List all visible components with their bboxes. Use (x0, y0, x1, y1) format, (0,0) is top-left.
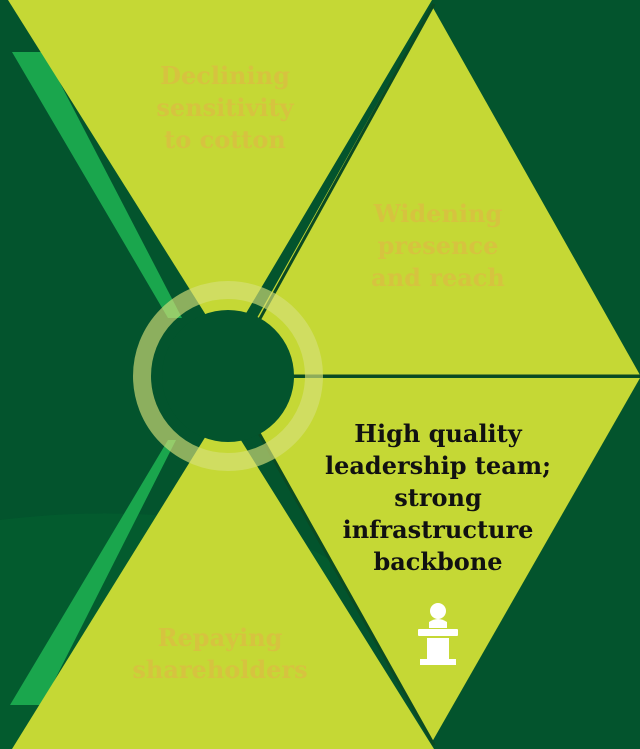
segment-label-lower-right: High quality leadership team; strong inf… (318, 418, 558, 578)
segment-label-upper-right: Widening presence and reach (338, 198, 538, 294)
segment-label-line: Repaying (157, 623, 283, 652)
segment-top[interactable] (8, 0, 432, 347)
segment-label-bottom: Repaying shareholders (110, 622, 330, 686)
bottom-accent-strip (10, 440, 176, 705)
center-hub-ring (133, 281, 323, 471)
segment-bottom[interactable] (12, 410, 434, 749)
segment-label-line: presence (377, 231, 499, 260)
segment-label-line: sensitivity (156, 93, 294, 122)
segment-label-line: leadership team; (324, 451, 551, 480)
segment-label-line: to cotton (164, 125, 286, 154)
podium-speaker-icon (418, 603, 458, 665)
segment-label-line: Widening (373, 199, 503, 228)
segment-label-line: and reach (371, 263, 505, 292)
top-accent-strip (12, 52, 182, 318)
segment-label-line: High quality (354, 419, 522, 448)
segment-lower-right[interactable] (228, 378, 640, 742)
segment-upper-right[interactable] (225, 6, 640, 375)
center-hub (162, 310, 294, 442)
segment-label-line: infrastructure (342, 515, 534, 544)
segment-label-line: backbone (373, 547, 503, 576)
segment-label-line: shareholders (132, 655, 308, 684)
segment-label-line: strong (394, 483, 482, 512)
segment-label-top: Declining sensitivity to cotton (120, 60, 330, 156)
segment-label-line: Declining (160, 61, 290, 90)
